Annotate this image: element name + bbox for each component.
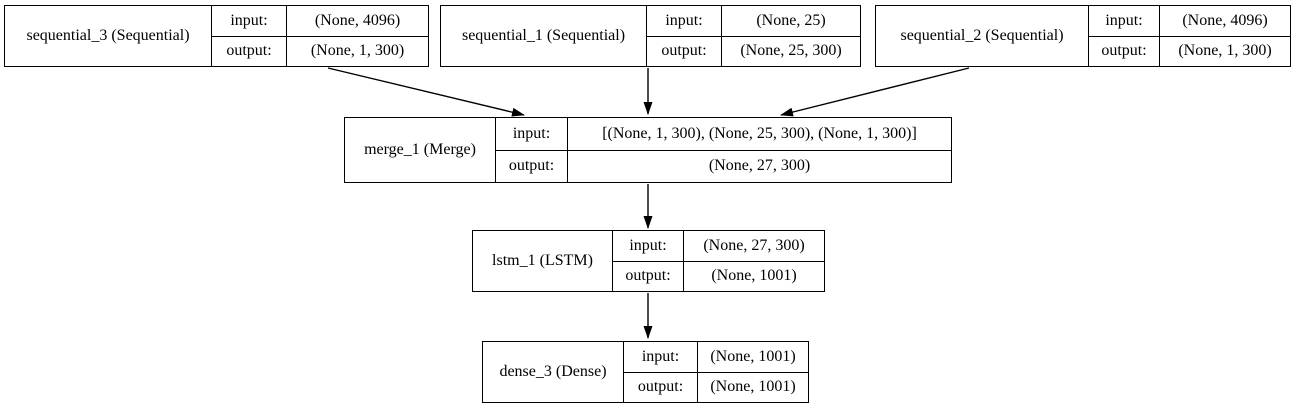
input-row: input: (None, 1001) <box>624 342 808 372</box>
output-shape: (None, 1, 300) <box>286 36 428 66</box>
output-shape: (None, 1001) <box>697 372 808 402</box>
io-table: input: (None, 4096) output: (None, 1, 30… <box>1088 6 1290 66</box>
io-table: input: [(None, 1, 300), (None, 25, 300),… <box>495 118 951 182</box>
io-table: input: (None, 25) output: (None, 25, 300… <box>646 6 860 66</box>
layer-title: sequential_1 (Sequential) <box>461 27 626 44</box>
input-label: input: <box>665 11 703 29</box>
input-shape: (None, 1001) <box>697 342 808 372</box>
output-row: output: (None, 25, 300) <box>647 35 860 66</box>
input-shape: (None, 27, 300) <box>683 231 824 261</box>
edge-sequential_2-to-merge_1 <box>780 67 970 117</box>
layer-title: sequential_3 (Sequential) <box>26 27 190 44</box>
edge-sequential_3-to-merge_1 <box>327 67 525 117</box>
output-row: output: (None, 1001) <box>624 371 808 402</box>
io-table: input: (None, 4096) output: (None, 1, 30… <box>211 6 428 66</box>
input-row: input: (None, 4096) <box>1089 6 1290 36</box>
output-shape: (None, 25, 300) <box>721 36 860 66</box>
input-label: input: <box>1105 11 1143 29</box>
output-label: output: <box>1101 42 1147 60</box>
input-shape: (None, 4096) <box>286 6 428 36</box>
input-label: input: <box>641 347 680 365</box>
output-label: output: <box>625 267 671 285</box>
node-dense_3: dense_3 (Dense) input: (None, 1001) outp… <box>482 341 809 403</box>
node-merge_1: merge_1 (Merge) input: [(None, 1, 300), … <box>344 117 952 183</box>
output-shape: (None, 1, 300) <box>1159 36 1290 66</box>
input-row: input: (None, 27, 300) <box>613 231 824 261</box>
layer-title: sequential_2 (Sequential) <box>900 27 1064 44</box>
output-row: output: (None, 1001) <box>613 260 824 291</box>
input-row: input: (None, 25) <box>647 6 860 36</box>
layer-title: dense_3 (Dense) <box>499 363 607 380</box>
node-sequential_1: sequential_1 (Sequential) input: (None, … <box>440 5 861 67</box>
input-shape: (None, 4096) <box>1159 6 1290 36</box>
output-shape: (None, 1001) <box>683 261 824 291</box>
input-row: input: [(None, 1, 300), (None, 25, 300),… <box>496 118 951 150</box>
node-sequential_3: sequential_3 (Sequential) input: (None, … <box>4 5 429 67</box>
output-row: output: (None, 27, 300) <box>496 149 951 182</box>
input-label: input: <box>512 124 551 142</box>
input-shape: [(None, 1, 300), (None, 25, 300), (None,… <box>567 118 951 150</box>
input-label: input: <box>629 236 667 254</box>
layer-title: merge_1 (Merge) <box>364 141 476 158</box>
output-row: output: (None, 1, 300) <box>1089 35 1290 66</box>
output-label: output: <box>637 378 684 396</box>
node-sequential_2: sequential_2 (Sequential) input: (None, … <box>875 5 1291 67</box>
io-table: input: (None, 1001) output: (None, 1001) <box>623 342 808 402</box>
layer-title: lstm_1 (LSTM) <box>492 252 593 269</box>
output-label: output: <box>226 42 272 60</box>
output-shape: (None, 27, 300) <box>567 150 951 182</box>
input-shape: (None, 25) <box>721 6 860 36</box>
input-row: input: (None, 4096) <box>212 6 428 36</box>
output-label: output: <box>661 42 707 60</box>
output-label: output: <box>508 157 555 175</box>
io-table: input: (None, 27, 300) output: (None, 10… <box>612 231 824 291</box>
node-lstm_1: lstm_1 (LSTM) input: (None, 27, 300) out… <box>472 230 825 292</box>
input-label: input: <box>230 11 268 29</box>
output-row: output: (None, 1, 300) <box>212 35 428 66</box>
